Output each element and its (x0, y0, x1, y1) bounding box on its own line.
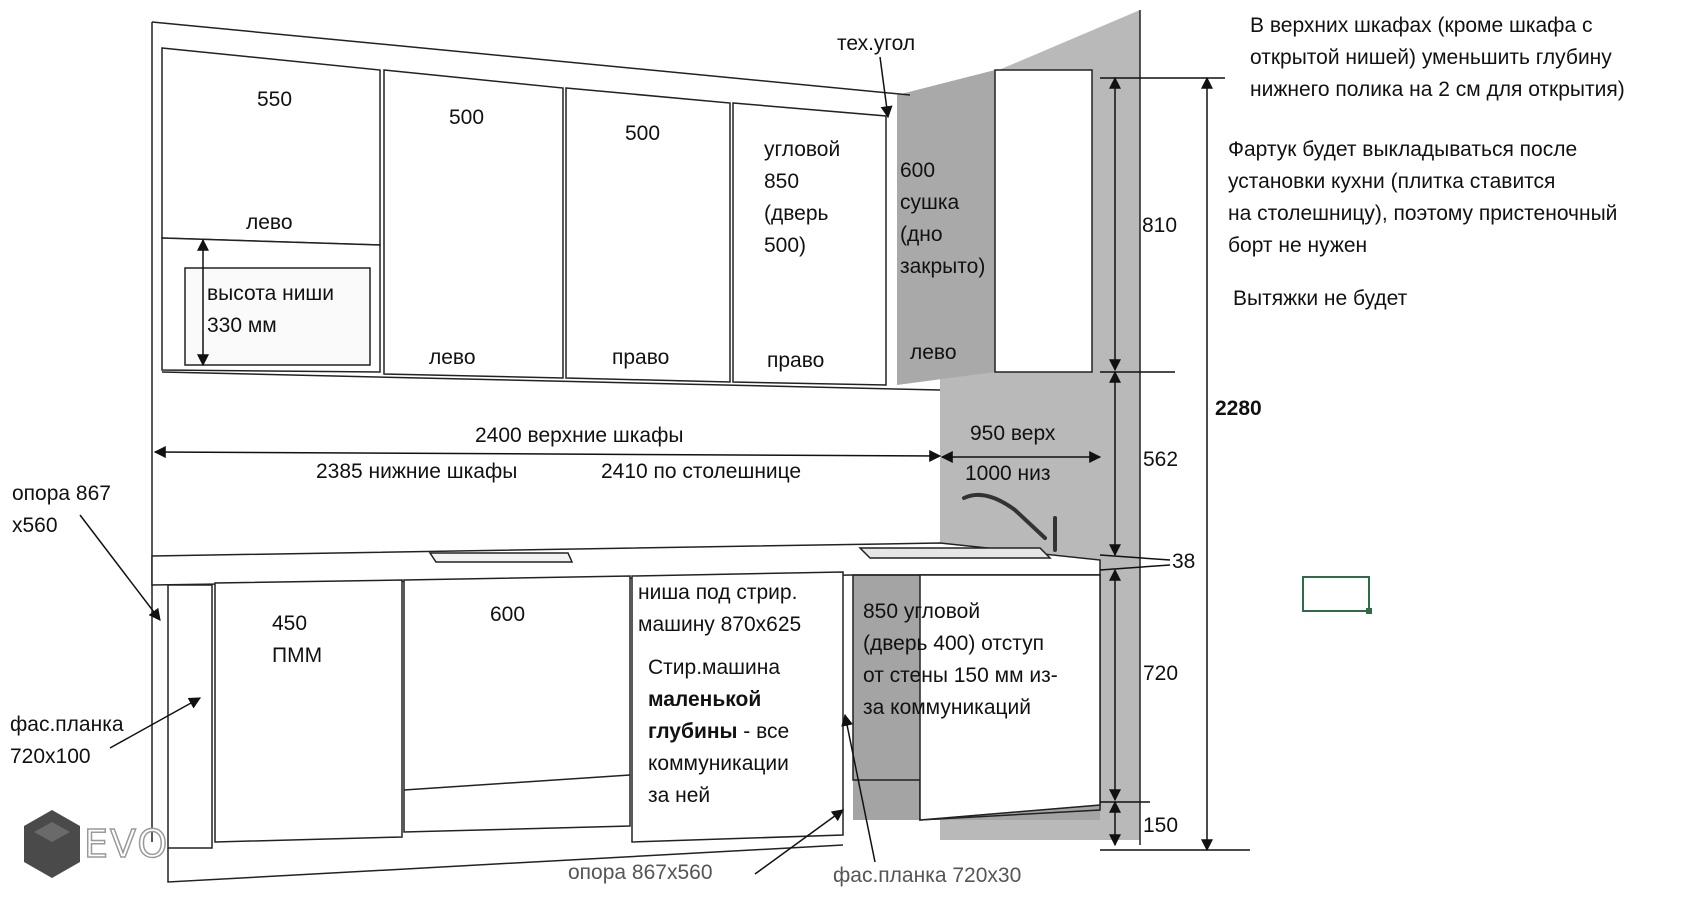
upper-cabinet-1-side: лево (246, 211, 293, 234)
upper-cabinet-4-line2: 850 (764, 170, 800, 193)
countertop-total-dimension: 2410 по столешнице (601, 460, 802, 483)
upper-cabinet-5-line4: закрыто) (900, 255, 986, 278)
corner-cabinet-line1: 850 угловой (863, 600, 981, 623)
note-upper-shelves-line1: В верхних шкафах (кроме шкафа с (1250, 14, 1593, 37)
sink-basin (858, 547, 1052, 559)
washer-note-bold: глубины (648, 720, 738, 743)
note-backsplash-line3: на столешницу), поэтому пристеночный (1228, 202, 1618, 225)
support-left-line2: х560 (12, 514, 58, 537)
upper-cabinet-4-line1: угловой (764, 138, 841, 161)
washer-note-line3: глубины - все (648, 716, 789, 748)
support-left-line1: опора 867 (12, 482, 111, 505)
facade-left-line2: 720х100 (10, 745, 91, 768)
selected-cell[interactable] (1302, 576, 1372, 614)
lower-height-dimension: 720 (1143, 662, 1179, 685)
support-bottom-label: опора 867х560 (568, 861, 713, 884)
dishwasher-label: ПММ (272, 644, 323, 667)
note-backsplash-line4: борт не нужен (1228, 234, 1368, 257)
dishwasher-cabinet (214, 579, 403, 843)
upper-cabinets (161, 47, 1093, 391)
washer-note-line4: коммуникации (648, 752, 789, 775)
upper-cabinet-5-line1: 600 (900, 159, 936, 182)
note-backsplash: Фартук будет выкладываться после установ… (1228, 134, 1617, 262)
dimension-lines (153, 76, 1250, 852)
drawer-cabinet-width: 600 (490, 603, 526, 626)
upper-height-dimension: 810 (1142, 214, 1178, 237)
upper-cabinet-500-left (383, 69, 564, 379)
upper-cabinet-2-side: лево (429, 346, 476, 369)
cooktop (428, 552, 574, 563)
upper-cabinet-3-side: право (612, 346, 670, 369)
side-filler-panel (167, 584, 213, 849)
upper-cabinet-4-side: право (767, 349, 825, 372)
total-height-dimension: 2280 (1215, 397, 1262, 420)
upper-cabinet-1-width: 550 (257, 88, 293, 111)
corner-upper-cabinet-side (897, 70, 995, 385)
washer-note-rest: - все (737, 720, 790, 743)
plinth-height-dimension: 150 (1143, 814, 1179, 837)
faucet-icon (962, 493, 1057, 552)
upper-cabinet-500-right (565, 87, 731, 383)
note-upper-shelves: В верхних шкафах (кроме шкафа с открытой… (1250, 10, 1625, 106)
upper-cabinet-5-line3: (дно (900, 223, 943, 246)
upper-cabinet-5-side: лево (910, 341, 957, 364)
countertop-thickness-dimension: 38 (1172, 550, 1196, 573)
note-upper-shelves-line2: открытой нишей) уменьшить глубину (1250, 46, 1612, 69)
upper-cabinet-2-width: 500 (449, 106, 485, 129)
corner-cabinet-line3: от стены 150 мм из- (863, 664, 1058, 687)
side-upper-dimension: 950 верх (970, 422, 1056, 445)
upper-total-dimension: 2400 верхние шкафы (475, 424, 684, 447)
facade-bottom-label: фас.планка 720х30 (833, 864, 1022, 887)
tech-corner-label: тех.угол (837, 32, 916, 55)
note-no-hood: Вытяжки не будет (1233, 287, 1408, 310)
upper-cabinet-4-line4: 500) (764, 234, 807, 257)
washer-niche-line2: машину 870х625 (638, 613, 802, 636)
washer-note-line5: за ней (648, 784, 711, 807)
note-upper-shelves-line3: нижнего полика на 2 см для открытия) (1250, 78, 1625, 101)
back-wall-outline (151, 10, 1141, 845)
corner-cabinet-line2: (дверь 400) отступ (863, 632, 1044, 655)
lower-cabinets (151, 542, 1101, 883)
side-lower-dimension: 1000 низ (965, 462, 1051, 485)
logo-text: EVO (83, 821, 170, 867)
niche-height-value: 330 мм (207, 314, 277, 337)
washer-note-line2: маленькой (648, 688, 762, 711)
evo-logo-icon (24, 810, 80, 878)
corner-cabinet-line4: за коммуникаций (863, 696, 1031, 719)
drawer-cabinet-600 (403, 575, 631, 833)
washer-niche (631, 571, 844, 843)
niche-height-label: высота ниши (207, 282, 335, 305)
upper-cabinet-5-line2: сушка (900, 191, 960, 214)
lower-total-dimension: 2385 нижние шкафы (316, 460, 518, 483)
corner-cabinet-door (919, 574, 1101, 821)
niche-back-panel (184, 267, 371, 366)
washer-niche-line1: ниша под стрир. (638, 581, 798, 604)
upper-cabinet-600-door (994, 69, 1093, 373)
upper-corner-cabinet-850 (732, 102, 887, 386)
facade-left-line1: фас.планка (10, 713, 124, 736)
fill-handle-icon[interactable] (1366, 608, 1372, 614)
upper-cabinet-3-width: 500 (625, 122, 661, 145)
gap-height-dimension: 562 (1143, 448, 1179, 471)
upper-cabinet-4-line3: (дверь (764, 202, 829, 225)
note-backsplash-line1: Фартук будет выкладываться после (1228, 138, 1578, 161)
dishwasher-width: 450 (272, 612, 308, 635)
washer-note-line1: Стир.машина (648, 656, 780, 679)
note-backsplash-line2: установки кухни (плитка ставится (1228, 170, 1556, 193)
callout-arrows (79, 56, 893, 875)
